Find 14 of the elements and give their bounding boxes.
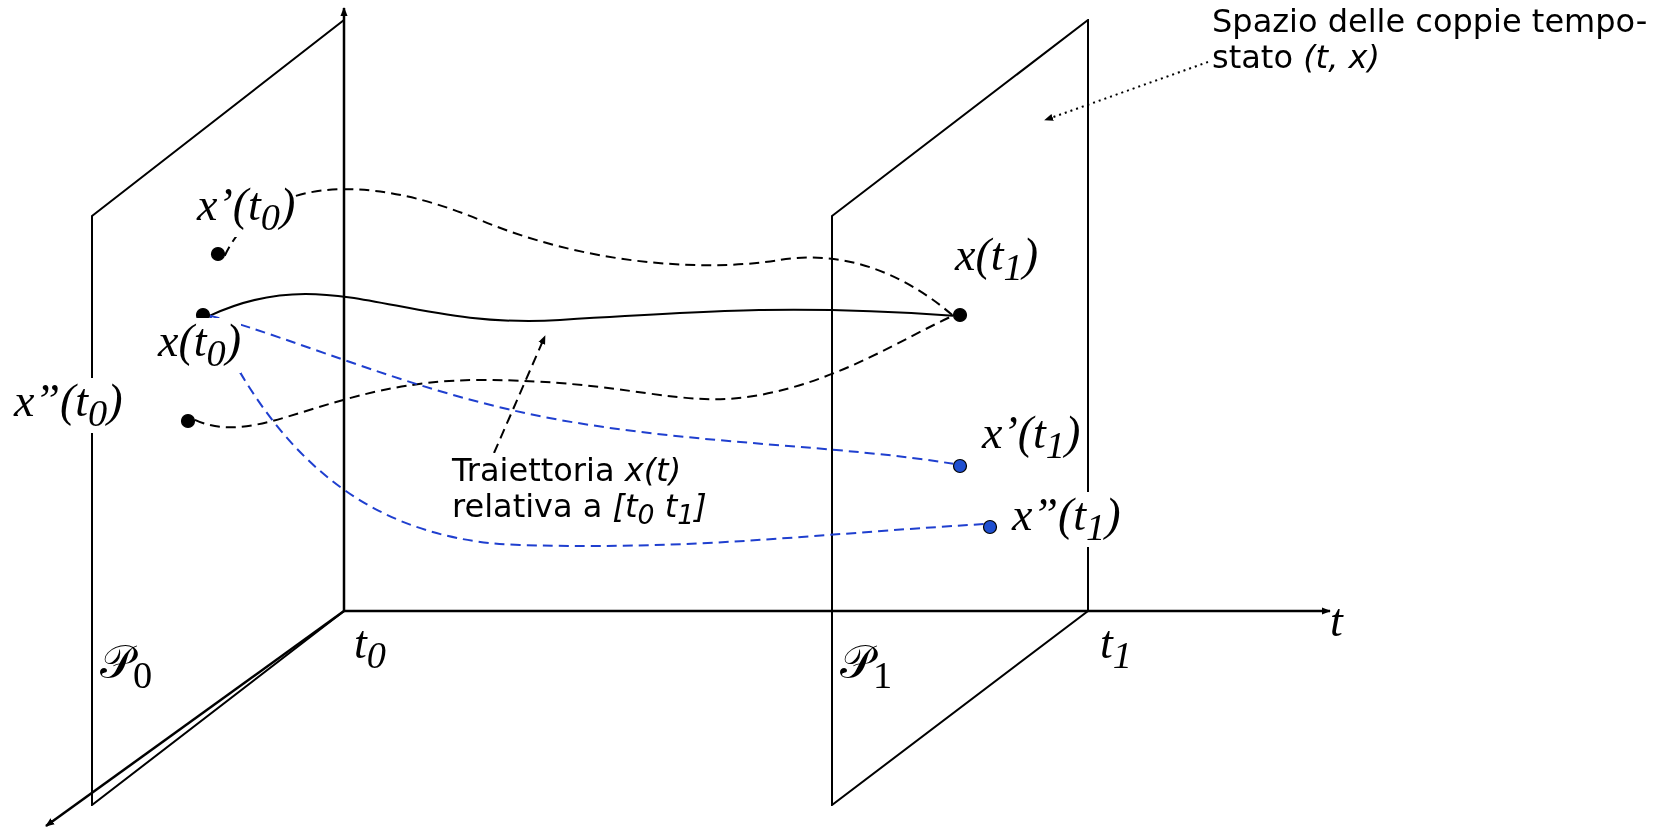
point-label: x(t$_{0}$) <box>158 318 241 373</box>
point-label: x”(t$_{0}$) <box>14 378 123 433</box>
trajectory-curve <box>208 293 955 322</box>
axis-label: t$_{1}$ <box>1100 620 1132 675</box>
plane-label: 𝒫$_{1}$ <box>840 640 893 695</box>
plane-label: 𝒫$_{0}$ <box>100 640 153 695</box>
axis-label: t$_{0}$ <box>354 620 386 675</box>
point-label: x”(t$_{1}$) <box>1012 492 1121 547</box>
trajectory-curve <box>208 314 955 465</box>
trajectory-curve <box>223 188 955 317</box>
leader-arrow <box>1044 61 1209 121</box>
axis-label: t <box>1330 598 1343 644</box>
leader-arrow <box>493 335 546 454</box>
trajectory-curve <box>208 314 985 547</box>
